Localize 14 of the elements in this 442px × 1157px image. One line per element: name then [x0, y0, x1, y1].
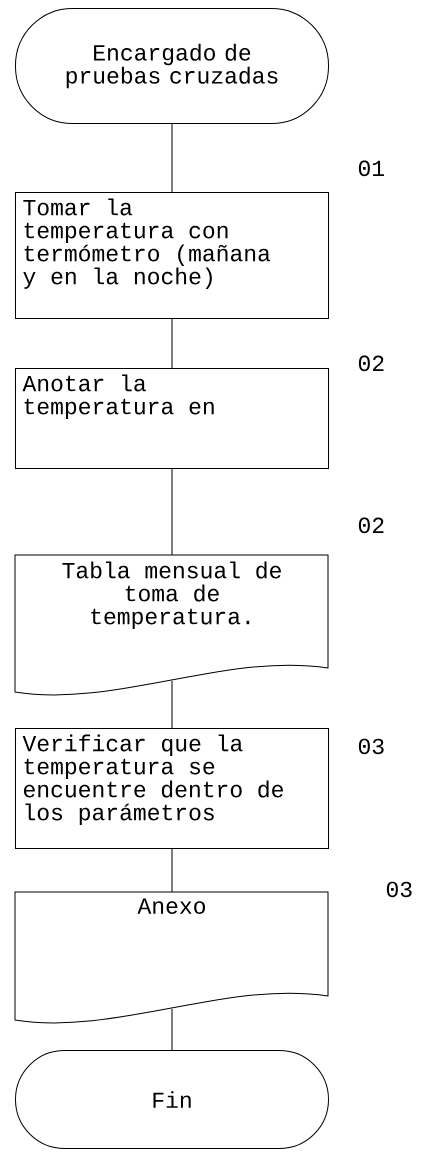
- step-number: 02: [358, 355, 384, 372]
- connector-line: [171, 468, 173, 556]
- process-box: Tomar la temperatura con termómetro (mañana y en la noche): [15, 192, 329, 319]
- step-number: 03: [358, 738, 384, 755]
- connector-line: [171, 318, 173, 369]
- step-number: 03: [386, 881, 412, 898]
- connector-line: [171, 1008, 173, 1051]
- process-box: Anotar la temperatura en: [15, 368, 329, 469]
- connector-line: [171, 123, 173, 193]
- step-number: 01: [358, 160, 384, 177]
- connector-line: [171, 848, 173, 893]
- process-box: Verificar que la temperatura se encuentre dentro de los parámetros: [15, 728, 329, 849]
- connector-line: [171, 680, 173, 729]
- step-number: 02: [358, 517, 384, 534]
